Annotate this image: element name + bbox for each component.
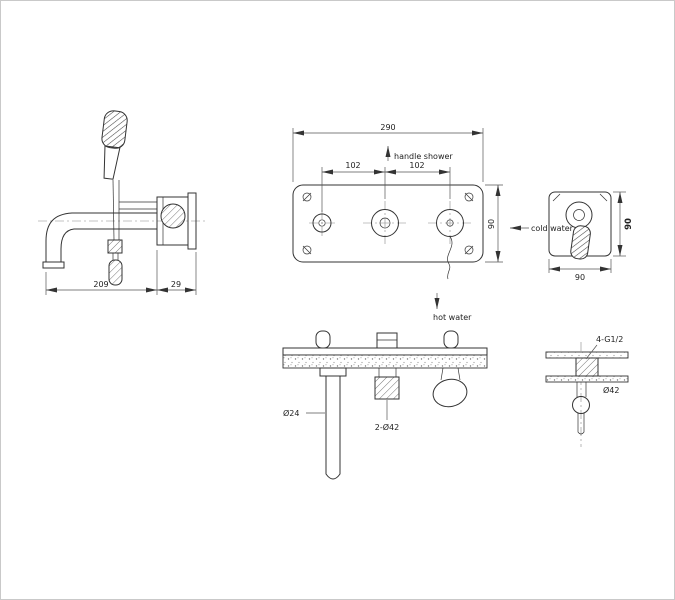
holder-side-view: 4-G1/2 Ø42 — [545, 335, 629, 447]
left-fitting — [315, 330, 331, 349]
valve-block — [374, 376, 400, 400]
plate-edge — [282, 347, 488, 356]
dim-flange-diameter: Ø42 — [603, 385, 619, 395]
hot-water-label: hot water — [433, 313, 472, 322]
holder-hub-inner — [573, 209, 585, 221]
spout — [42, 212, 157, 269]
dim-spout-length: 209 — [93, 280, 108, 289]
top-view: Ø24 2-Ø42 — [282, 330, 488, 480]
thread-body — [575, 357, 599, 377]
right-fitting — [443, 330, 459, 349]
handle-shower-label: handle shower — [394, 152, 453, 161]
valve-body — [156, 192, 197, 250]
shower-hose — [112, 179, 115, 241]
dim-valve-diameter: 2-Ø42 — [375, 422, 399, 432]
holder-hub — [565, 201, 593, 229]
holder-flange — [545, 351, 629, 359]
corner-screw — [464, 245, 474, 255]
dim-holder-width: 90 — [575, 273, 585, 282]
hand-shower-head — [570, 225, 591, 260]
front-view: 290 handle shower 102 102 90 cold water … — [292, 123, 574, 322]
outlet-neck — [440, 367, 444, 381]
plate-gasket — [282, 354, 488, 369]
spout-tube — [325, 376, 341, 480]
dim-height: 90 — [487, 219, 496, 229]
flex-hose — [447, 236, 453, 280]
dim-body-depth: 29 — [171, 280, 181, 289]
corner-screw — [302, 245, 312, 255]
center-knob — [371, 209, 399, 237]
dim-width: 290 — [380, 123, 395, 132]
cold-water-label: cold water — [531, 224, 574, 233]
hose-nut — [107, 239, 123, 254]
corner-screw — [464, 192, 474, 202]
spout-hole — [312, 213, 332, 233]
holder-flange — [545, 375, 629, 383]
outlet-neck — [457, 367, 461, 381]
dim-spacing-left: 102 — [345, 161, 360, 170]
spout-flange — [319, 367, 347, 377]
right-knob-center — [446, 219, 454, 227]
corner-slot — [599, 193, 608, 202]
corner-slot — [552, 193, 561, 202]
corner-screw — [302, 192, 312, 202]
center-knob-inner — [379, 217, 391, 229]
leader-line — [585, 344, 598, 360]
holder-front-view: 90 90 — [548, 191, 634, 282]
hook-ball — [572, 396, 590, 414]
side-view: 209 29 — [38, 110, 207, 295]
hose-outlet — [432, 378, 468, 408]
center-fitting — [376, 332, 398, 349]
hand-shower-head — [101, 110, 128, 180]
lever-handle — [108, 259, 123, 286]
dim-holder-height: 90 — [624, 218, 634, 230]
spout-hole-center — [318, 219, 326, 227]
dim-spout-diameter: Ø24 — [283, 408, 299, 418]
dim-spacing-right: 102 — [409, 161, 424, 170]
hook-pin — [577, 413, 585, 435]
mixer-plate — [292, 184, 484, 263]
thread-label: 4-G1/2 — [596, 335, 623, 344]
